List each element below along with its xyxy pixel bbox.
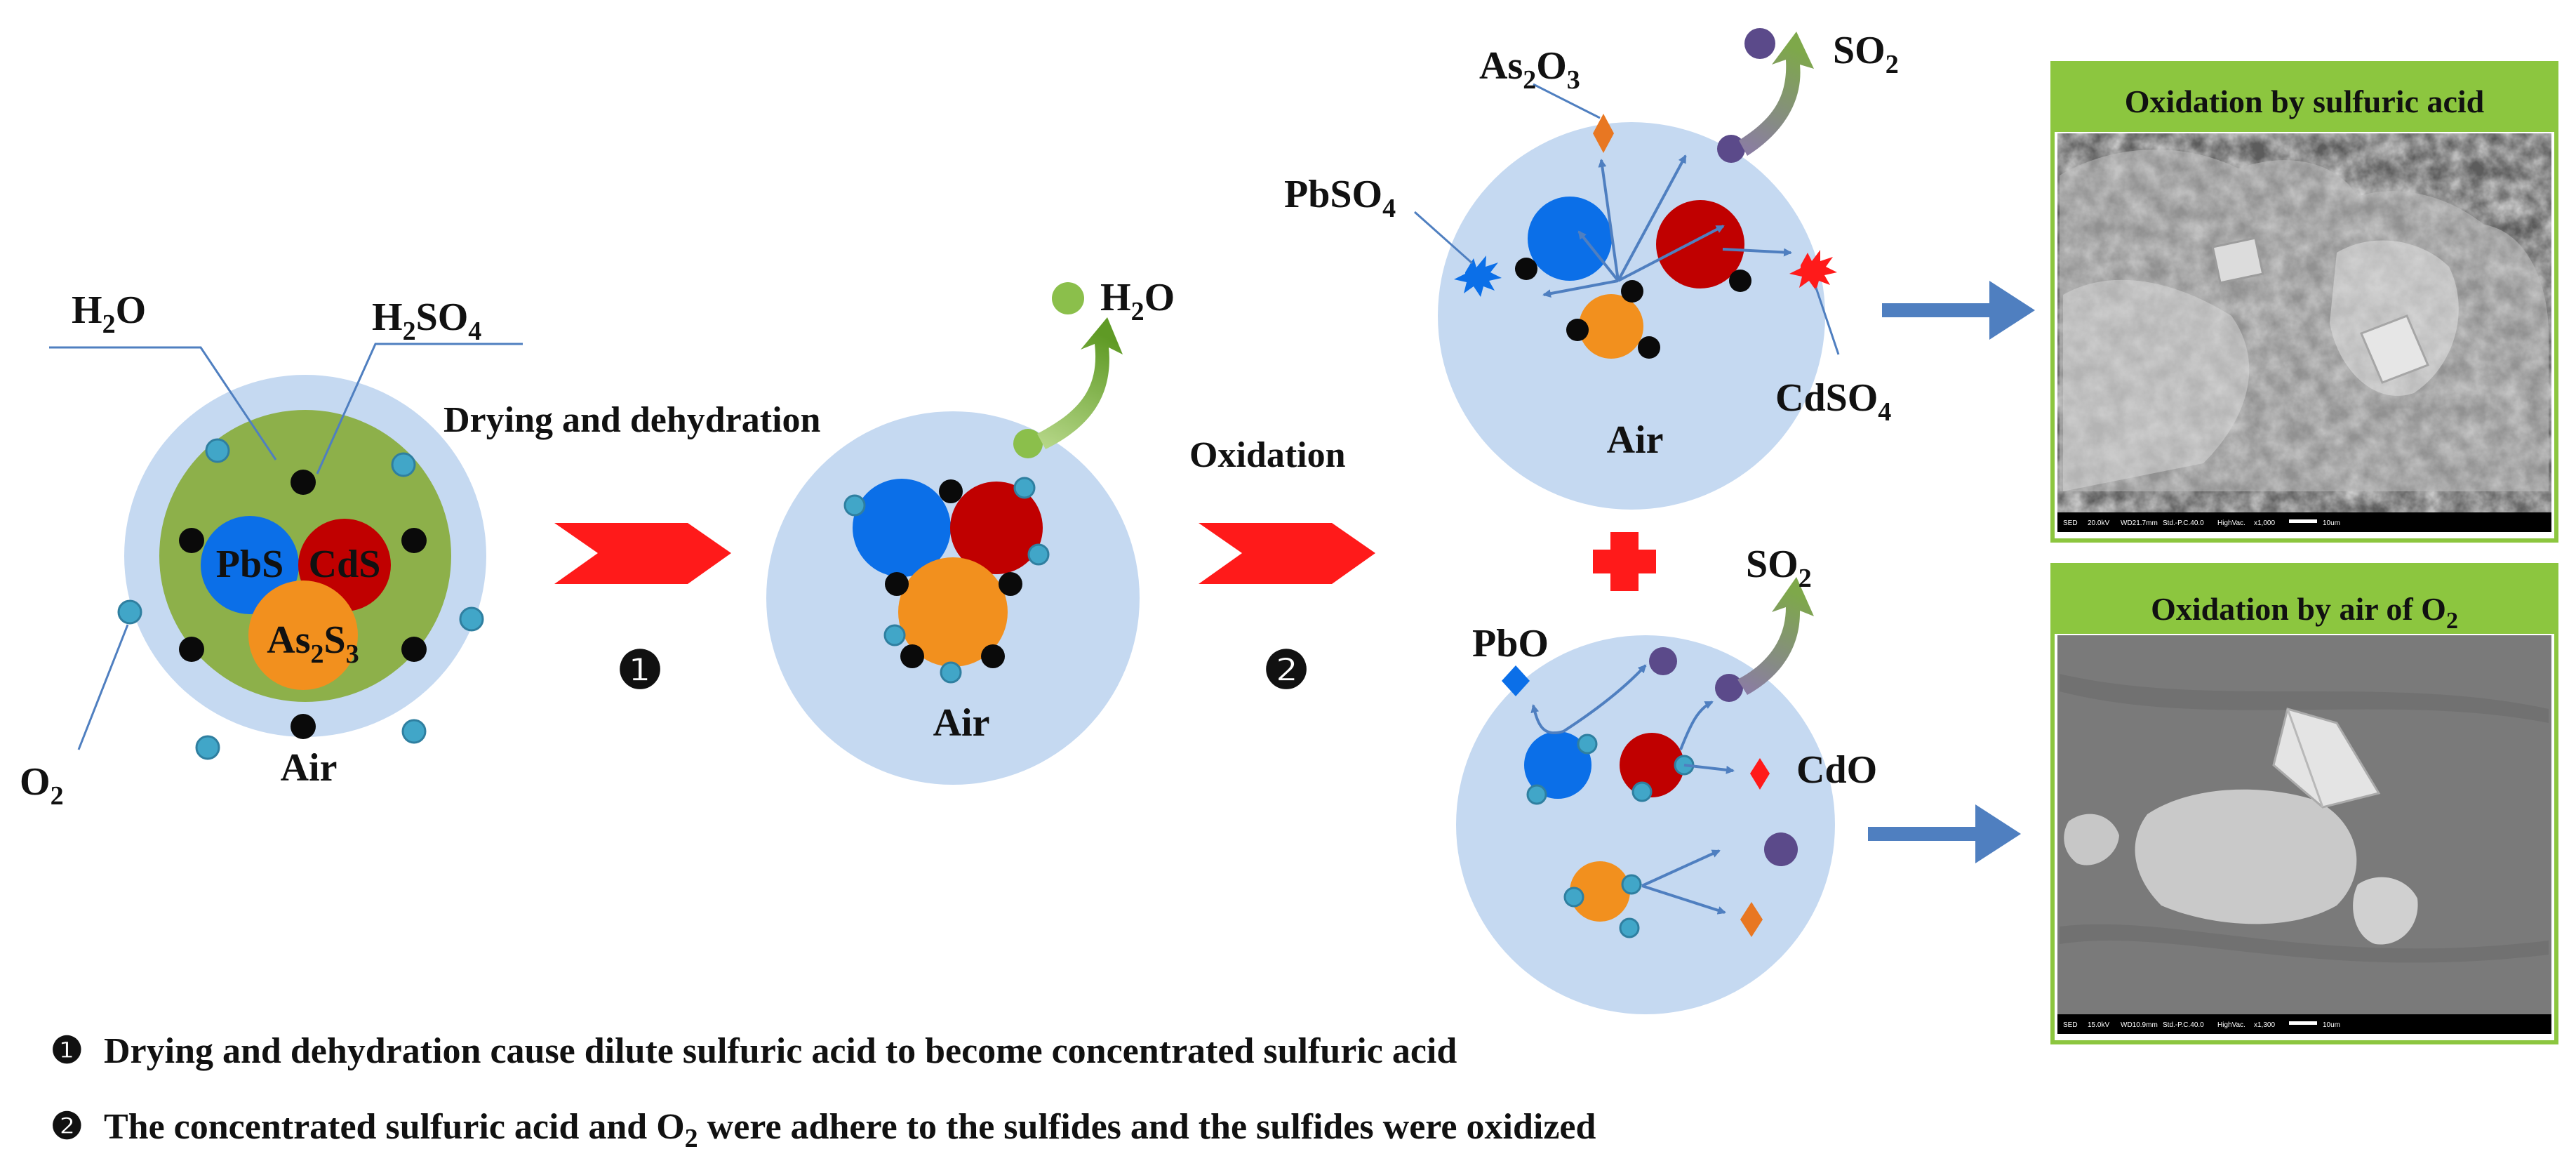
h2o-dot-released: [1052, 282, 1084, 314]
so2-label-bottom: SO2: [1746, 543, 1812, 593]
air-oxidized-particle: [1456, 635, 1835, 1014]
as2s3-core: [1570, 861, 1630, 922]
step1-arrow: [554, 523, 731, 584]
cds-label: CdS: [309, 543, 381, 586]
so2-dot-2: [1715, 674, 1743, 702]
product-callouts: [1414, 83, 1840, 355]
sem-meta: SED 20.0kV WD21.7mm Std.-P.C.40.0 HighVa…: [2063, 519, 2340, 527]
acid-dots: [885, 479, 1022, 668]
sem-meta: SED 15.0kV WD10.9mm Std.-P.C.40.0 HighVa…: [2063, 1021, 2340, 1029]
svg-text:10um: 10um: [2323, 1021, 2340, 1029]
initial-callouts: [49, 343, 523, 750]
panel-title-bar: [2055, 65, 2554, 132]
air-label-3: Air: [1607, 418, 1664, 462]
so2-release-arrow-top: [1739, 32, 1814, 156]
pbs-label: PbS: [216, 543, 284, 586]
as2s3-core: [1579, 294, 1643, 359]
acid-oxidized-particle: Air: [1438, 114, 1837, 510]
panel-title-bar: [2055, 567, 2554, 634]
pbo-diamond: [1502, 665, 1530, 696]
pbs-core: [1528, 197, 1612, 281]
oxygen-dots: [843, 477, 1050, 684]
as2o3-diamond: [1593, 114, 1614, 153]
svg-text:WD21.7mm: WD21.7mm: [2121, 519, 2158, 527]
as2s3-core: [248, 580, 358, 690]
reaction-arrows: [1530, 664, 1735, 915]
caption-1: ❶ Drying and dehydration cause dilute su…: [51, 1031, 1457, 1071]
sem-panel-sulfuric: Oxidation by sulfuric acid SED 20.0kV WD…: [2050, 61, 2558, 543]
o2-label: O2: [20, 760, 64, 811]
svg-text:x1,000: x1,000: [2254, 519, 2275, 527]
h2o-released-label: H2O: [1100, 276, 1175, 326]
step1-label: Drying and dehydration: [443, 400, 821, 440]
svg-text:10um: 10um: [2323, 519, 2340, 527]
sem-image: [2057, 133, 2551, 512]
cds-core: [1656, 200, 1744, 288]
caption-1-text: Drying and dehydration cause dilute sulf…: [104, 1031, 1457, 1071]
svg-text:15.0kV: 15.0kV: [2088, 1021, 2109, 1029]
step2-arrow: [1199, 523, 1375, 584]
reaction-arrows: [1542, 154, 1792, 298]
oxygen-dots: [117, 438, 484, 760]
h2o-release-arrow: [1037, 317, 1123, 449]
pbso4-label: PbSO4: [1284, 173, 1396, 223]
h2o-dot-surface: [1013, 429, 1043, 458]
caption-2-marker: ❷: [51, 1107, 84, 1147]
panel-title: Oxidation by sulfuric acid: [2125, 84, 2485, 119]
sem-image: [2057, 635, 2551, 1014]
initial-particle: PbS CdS As2S3 Air: [117, 375, 486, 790]
pbso4-burst: [1454, 255, 1502, 297]
svg-text:20.0kV: 20.0kV: [2088, 519, 2109, 527]
pbs-core: [1524, 731, 1591, 799]
h2o-label: H2O: [72, 288, 146, 339]
acid-dots: [179, 470, 427, 739]
so2-dot-released-top: [1744, 28, 1775, 59]
air-label-2: Air: [933, 701, 990, 745]
step1-marker: ❶: [617, 642, 663, 700]
cdo-label: CdO: [1796, 748, 1877, 792]
step2-label: Oxidation: [1189, 435, 1346, 475]
svg-text:HighVac.: HighVac.: [2217, 1021, 2245, 1029]
as2o3-label: As2O3: [1479, 44, 1580, 95]
pbo-label: PbO: [1472, 622, 1549, 665]
svg-text:SED: SED: [2063, 519, 2078, 527]
so2-dot-3: [1764, 832, 1798, 866]
as2s3-core: [898, 557, 1008, 667]
so2-dot-surface: [1717, 135, 1745, 163]
svg-text:SED: SED: [2063, 1021, 2078, 1029]
step2-marker: ❷: [1263, 642, 1309, 700]
cdso4-label: CdSO4: [1775, 376, 1891, 427]
cdso4-burst: [1789, 250, 1837, 291]
caption-1-marker: ❶: [51, 1031, 84, 1071]
svg-text:WD10.9mm: WD10.9mm: [2121, 1021, 2158, 1029]
flow-arrow-bottom: [1868, 804, 2021, 863]
cds-core: [950, 482, 1043, 574]
panel-title: Oxidation by air of O2: [2151, 591, 2458, 634]
cds-core: [1620, 733, 1684, 797]
svg-text:Std.-P.C.40.0: Std.-P.C.40.0: [2163, 519, 2204, 527]
so2-release-arrow-bottom: [1737, 577, 1814, 695]
dried-particle: Air: [766, 411, 1140, 785]
svg-text:x1,300: x1,300: [2254, 1021, 2275, 1029]
caption-2-text: The concentrated sulfuric acid and O2 we…: [104, 1107, 1596, 1153]
air-label-1: Air: [281, 746, 338, 790]
flow-arrow-top: [1882, 281, 2035, 340]
so2-label-top: SO2: [1833, 29, 1899, 79]
as-oxide-diamond: [1740, 902, 1763, 937]
sem-panel-air: Oxidation by air of O2 SED 15.0kV WD10.9…: [2050, 563, 2558, 1044]
cdo-diamond: [1750, 758, 1770, 790]
so2-dot-1: [1649, 647, 1677, 675]
plus-icon: [1593, 532, 1656, 591]
pbs-core: [853, 479, 951, 577]
svg-text:Std.-P.C.40.0: Std.-P.C.40.0: [2163, 1021, 2204, 1029]
svg-text:HighVac.: HighVac.: [2217, 519, 2245, 527]
acid-dots: [1515, 258, 1751, 359]
h2so4-label: H2SO4: [372, 296, 481, 346]
caption-2: ❷ The concentrated sulfuric acid and O2 …: [51, 1107, 1596, 1153]
as2s3-label: As2S3: [267, 618, 359, 669]
